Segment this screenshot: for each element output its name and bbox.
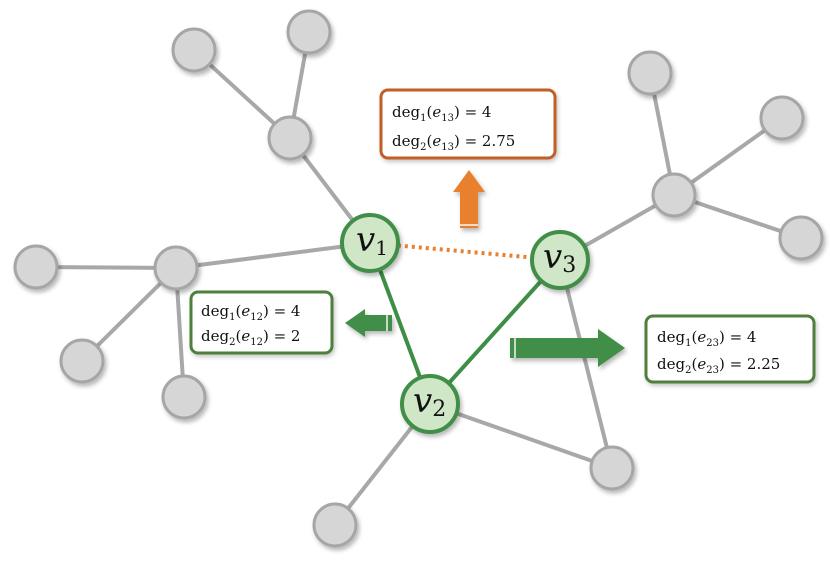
- grey-node: [778, 215, 824, 261]
- grey-node: [171, 27, 217, 73]
- grey-node: [13, 244, 59, 290]
- deg-box-e12: deg1(e12) = 4 deg2(e12) = 2: [189, 290, 334, 355]
- node-v2: [400, 374, 460, 434]
- grey-node: [161, 374, 207, 420]
- deg2-e23-text: deg2(e23) = 2.25: [657, 355, 780, 376]
- grey-node: [651, 172, 697, 218]
- arrow-left-green-icon: [345, 309, 392, 337]
- node-v2-label: v2: [413, 381, 446, 422]
- grey-node: [59, 338, 105, 384]
- deg2-e12-text: deg2(e12) = 2: [201, 327, 300, 348]
- arrow-up-orange-icon: [453, 170, 485, 228]
- edge-v2-v3: [428, 258, 562, 406]
- grey-node: [589, 445, 635, 491]
- arrow-right-green-icon: [510, 329, 625, 367]
- deg1-e13-text: deg1(e13) = 4: [392, 103, 491, 124]
- deg-box-e23: deg1(e23) = 4 deg2(e23) = 2.25: [644, 314, 816, 384]
- node-v3-label: v3: [543, 237, 576, 278]
- grey-node: [312, 502, 358, 548]
- deg1-e23-text: deg1(e23) = 4: [657, 328, 756, 349]
- node-v3: [530, 230, 590, 290]
- grey-nodes: [13, 9, 824, 548]
- edge: [428, 402, 614, 470]
- deg-box-e13: deg1(e13) = 4 deg2(e13) = 2.75: [379, 88, 557, 160]
- grey-node: [286, 9, 332, 55]
- edge: [174, 241, 372, 270]
- edge: [558, 258, 614, 470]
- node-v1: [340, 213, 400, 273]
- grey-node: [153, 245, 199, 291]
- grey-node: [759, 95, 805, 141]
- edge: [34, 265, 178, 270]
- grey-node: [627, 50, 673, 96]
- grey-node: [267, 115, 313, 161]
- node-v1-label: v1: [356, 220, 388, 260]
- deg2-e13-text: deg2(e13) = 2.75: [392, 132, 515, 153]
- deg1-e12-text: deg1(e12) = 4: [201, 302, 300, 323]
